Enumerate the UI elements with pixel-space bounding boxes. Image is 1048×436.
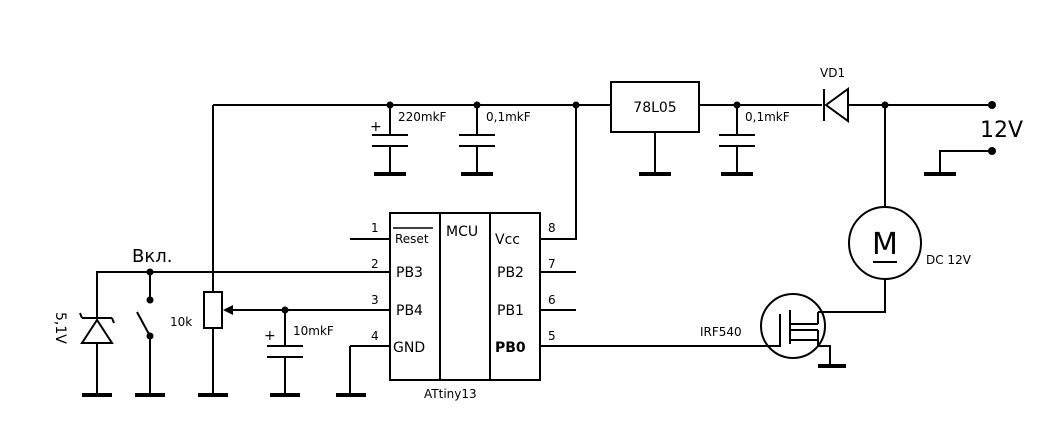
zener-label: 5,1V: [52, 312, 68, 344]
capacitor-0-1mkf-input: 0,1mkF: [459, 105, 531, 176]
pin-number: 7: [548, 257, 556, 271]
mcu-ground: [336, 346, 366, 397]
pin-name: PB2: [497, 265, 524, 281]
regulator-label: 78L05: [633, 100, 676, 116]
motor-dc: M DC 12V: [818, 105, 972, 313]
pin-name-reset: Reset: [395, 232, 429, 246]
pin-number: 6: [548, 293, 556, 307]
motor-label: DC 12V: [926, 253, 972, 267]
diode-vd1: VD1: [820, 66, 849, 123]
potentiometer-10k: 10k: [170, 291, 350, 397]
capacitor-220mkf: + 220mkF: [370, 105, 447, 176]
switch-label: Вкл.: [132, 246, 172, 267]
pin-name: Vcc: [495, 232, 520, 248]
pin-number: 4: [371, 329, 379, 343]
pb3-wire: Вкл.: [96, 246, 350, 318]
pin-name: PB0: [495, 340, 526, 356]
capacitor-value-label: 0,1mkF: [486, 110, 531, 124]
vcc-wire: [540, 105, 577, 240]
pin-number: 2: [371, 257, 379, 271]
mosfet-label: IRF540: [700, 325, 742, 339]
pin-number: 8: [548, 221, 556, 235]
mcu-attiny13: MCU ATtiny13 1 2 3 4 Reset PB3 PB4 GND 8…: [350, 212, 576, 401]
zener-diode: 5,1V: [52, 312, 115, 397]
power-input-12v: 12V: [924, 101, 1023, 176]
pin-name: PB4: [396, 303, 423, 319]
gate-wire: [540, 340, 781, 347]
capacitor-0-1mkf-output: 0,1mkF: [719, 105, 790, 176]
capacitor-polarity-mark: +: [370, 119, 382, 135]
capacitor-value-label: 10mkF: [293, 324, 334, 338]
top-rail: [212, 104, 992, 292]
regulator-78l05: 78L05: [610, 81, 700, 176]
pin-name: PB3: [396, 265, 423, 281]
pin-name: PB1: [497, 303, 524, 319]
diode-label: VD1: [820, 66, 845, 80]
capacitor-10mkf: + 10mkF: [264, 310, 334, 397]
capacitor-polarity-mark: +: [264, 328, 276, 344]
capacitor-value-label: 220mkF: [398, 110, 447, 124]
motor-symbol: M: [872, 227, 898, 262]
mcu-center-label: MCU: [446, 224, 478, 240]
pin-name: GND: [393, 340, 425, 356]
capacitor-value-label: 0,1mkF: [745, 110, 790, 124]
mosfet-irf540: IRF540: [700, 293, 846, 368]
switch: [135, 272, 165, 397]
pin-number: 3: [371, 293, 379, 307]
potentiometer-label: 10k: [170, 315, 192, 329]
junction-dots: [386, 101, 889, 109]
pin-number: 1: [371, 221, 379, 235]
terminal-positive: [988, 101, 996, 109]
supply-label: 12V: [980, 118, 1023, 143]
terminal-negative: [988, 147, 996, 155]
mcu-part-label: ATtiny13: [424, 387, 477, 401]
pin-number: 5: [548, 329, 556, 343]
